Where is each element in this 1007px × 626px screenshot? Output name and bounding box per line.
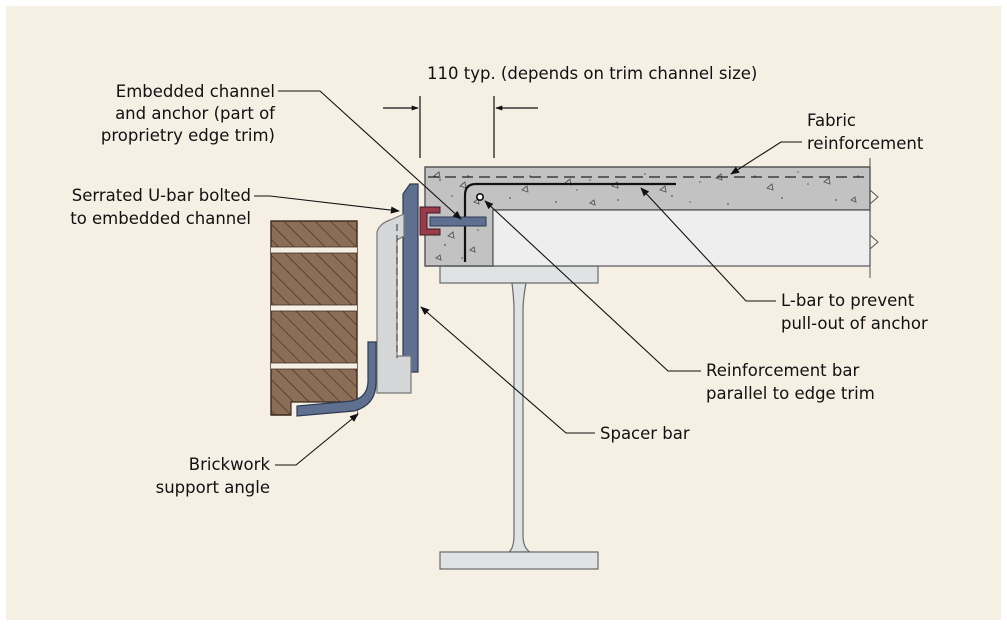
svg-text:Reinforcement bar: Reinforcement bar [706,361,859,380]
beam-web [507,282,533,553]
dimension-110 [383,96,538,158]
leader-fabric [730,141,802,175]
svg-text:support angle: support angle [156,478,270,497]
leader-rebar [484,200,701,372]
svg-text:Brickwork: Brickwork [189,455,271,474]
brickwork [270,220,358,416]
leader-spacer-bar [420,306,595,434]
label-brickwork-angle: Brickwork support angle [156,455,271,497]
svg-text:Fabric: Fabric [807,111,856,130]
serrated-u-bar [402,183,419,373]
svg-text:reinforcement: reinforcement [807,134,924,153]
svg-text:L-bar to prevent: L-bar to prevent [781,291,915,310]
svg-text:Serrated U-bar bolted: Serrated U-bar bolted [72,186,251,205]
svg-text:to embedded channel: to embedded channel [70,209,251,228]
label-rebar: Reinforcement bar parallel to edge trim [706,361,875,403]
metal-deck [492,158,879,278]
svg-text:pull-out of anchor: pull-out of anchor [781,314,928,333]
svg-text:Embedded channel: Embedded channel [116,82,275,101]
beam-top-flange [439,265,599,284]
label-serrated-ubar: Serrated U-bar bolted to embedded channe… [70,186,251,228]
rebar-section [475,193,484,202]
support-bracket [376,213,412,394]
svg-text:proprietry edge trim): proprietry edge trim) [101,126,275,145]
label-embedded-channel: Embedded channel and anchor (part of pro… [101,82,276,145]
leader-embedded-channel [278,90,462,220]
svg-text:and anchor (part of: and anchor (part of [115,104,276,123]
steel-i-beam [439,265,599,570]
beam-bottom-flange [439,551,599,570]
svg-text:parallel to edge trim: parallel to edge trim [706,384,875,403]
dimension-label: 110 typ. (depends on trim channel size) [427,64,757,83]
leader-lbar [640,187,776,302]
anchor-bolt [429,216,487,227]
label-lbar: L-bar to prevent pull-out of anchor [781,291,928,333]
label-spacer-bar: Spacer bar [600,424,690,443]
l-bar [463,182,676,262]
label-fabric: Fabric reinforcement [807,111,924,153]
leader-serrated-ubar [254,195,400,214]
leader-brickwork-angle [275,413,359,466]
brickwork-support-angle [296,341,377,417]
